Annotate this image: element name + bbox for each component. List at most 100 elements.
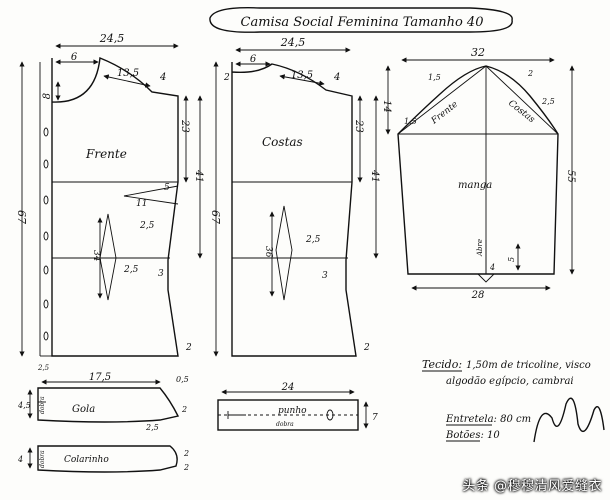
front-neck-text: 6 xyxy=(71,52,78,63)
back-topleft-text: 2 xyxy=(223,73,230,83)
collar-band-piece: 4 2 2 Colarinho dobra xyxy=(17,445,189,473)
back-neck-text: 6 xyxy=(250,54,257,65)
sleeve-vent-notch xyxy=(477,273,495,283)
front-bust-text: 11 xyxy=(136,199,147,209)
back-total-text: 67 xyxy=(209,210,222,224)
collar-stand-piece: 17,5 0,5 4,5 2 2,5 Gola dobra xyxy=(17,372,189,432)
sleeve-label: manga xyxy=(458,180,492,191)
front-dart-w-text: 5 xyxy=(164,183,170,193)
collar-stand-tip-b: 2,5 xyxy=(145,423,159,432)
back-outline xyxy=(231,62,357,357)
collar-band-outline xyxy=(37,445,178,473)
sleeve-cap-guide xyxy=(397,65,559,135)
button-mark xyxy=(43,299,49,309)
collar-stand-tip-a: 2 xyxy=(181,405,187,414)
back-halflen-text: 41 xyxy=(369,169,380,183)
sleeve-cap-b-text: 2 xyxy=(527,69,533,78)
sleeve-cap-d-text: 2,5 xyxy=(541,97,555,106)
cuff-fold-text: dobra xyxy=(276,421,294,428)
front-bust-dart xyxy=(123,185,179,205)
sleeve-top-text: 32 xyxy=(471,46,485,59)
sleeve-bottom-text: 28 xyxy=(471,290,485,301)
collar-band-label: Colarinho xyxy=(64,455,109,465)
back-dart-len-text: 36 xyxy=(263,246,273,258)
notes-fabric-line2: algodão egípcio, cambrai xyxy=(446,376,574,387)
notes-buttons: Botões: 10 xyxy=(445,430,500,441)
front-vertical-dart xyxy=(99,213,117,301)
back-piece: Costas 24,5 6 13,5 4 2 23 41 67 36 2,5 3… xyxy=(209,36,380,357)
front-placket-text: 2,5 xyxy=(37,364,50,372)
front-piece: Frente 24,5 6 13,5 4 8 23 41 67 5 11 2,5… xyxy=(15,32,204,372)
front-total-text: 67 xyxy=(15,210,28,224)
notes-fabric-label: Tecido: xyxy=(422,358,462,371)
collar-stand-fold: dobra xyxy=(39,396,46,414)
back-hem-text: 2 xyxy=(363,343,370,353)
back-vertical-dart xyxy=(275,205,293,301)
back-side-inc-text: 3 xyxy=(322,271,328,281)
collar-stand-label: Gola xyxy=(72,404,95,415)
collar-stand-outline xyxy=(37,387,180,423)
notes-interfacing: Entretela: 80 cm xyxy=(445,414,531,425)
front-dart-len-text: 34 xyxy=(91,250,101,262)
title-bubble xyxy=(209,7,513,33)
button-mark xyxy=(43,231,49,241)
front-dart-a-text: 2,5 xyxy=(139,221,155,231)
notes-group: Tecido: 1,50m de tricoline, visco algodã… xyxy=(422,358,605,443)
collar-band-fold: dobra xyxy=(39,450,46,468)
front-side-small-text: 4 xyxy=(159,72,166,83)
collar-stand-right-text: 0,5 xyxy=(176,375,189,384)
front-dart-b-text: 2,5 xyxy=(123,265,139,275)
sleeve-cap-c-text: 1,5 xyxy=(404,117,417,126)
sleeve-back-text: Costas xyxy=(506,98,537,125)
back-width-text: 24,5 xyxy=(280,36,306,49)
collar-stand-top-text: 17,5 xyxy=(89,372,111,383)
front-armhole-text: 23 xyxy=(179,119,190,133)
back-shoulder-arrow xyxy=(279,74,325,86)
sleeve-outline xyxy=(397,65,559,275)
collar-stand-left-text: 4,5 xyxy=(17,401,31,410)
cuff-button-mark xyxy=(326,409,334,421)
sleeve-cap-a-text: 1,5 xyxy=(428,73,441,82)
sleeve-cap-text: 14 xyxy=(381,100,392,113)
button-mark xyxy=(43,331,49,341)
sleeve-vent-label: Abre xyxy=(476,239,484,257)
cuff-height-text: 7 xyxy=(372,413,378,423)
sleeve-length-text: 55 xyxy=(565,170,576,183)
front-shoulder-text: 13,5 xyxy=(117,68,139,79)
collar-band-tip-a: 2 xyxy=(183,449,189,458)
front-side-inc-text: 3 xyxy=(158,269,164,279)
back-side-small-text: 4 xyxy=(333,72,340,83)
button-mark xyxy=(43,265,49,275)
title-group: Camisa Social Feminina Tamanho 40 xyxy=(209,7,513,33)
back-dart-a-text: 2,5 xyxy=(305,235,321,245)
button-mark xyxy=(43,127,49,137)
front-outline xyxy=(51,57,179,357)
cuff-width-text: 24 xyxy=(281,382,295,393)
front-width-text: 24,5 xyxy=(99,32,125,45)
cuff-label: punho xyxy=(278,406,307,416)
sleeve-vent-small-text: 4 xyxy=(489,263,495,272)
back-armhole-text: 23 xyxy=(353,119,364,133)
button-mark xyxy=(43,159,49,169)
back-shoulder-text: 13,5 xyxy=(291,70,313,81)
signature-scribble xyxy=(533,397,605,443)
front-halflen-text: 41 xyxy=(193,169,204,183)
front-topleft-text: 8 xyxy=(42,93,53,99)
front-buttons xyxy=(43,127,49,341)
cuff-piece: 24 7 punho dobra xyxy=(217,382,378,431)
front-label: Frente xyxy=(85,147,127,161)
notes-fabric-line1: 1,50m de tricoline, visco xyxy=(466,360,591,371)
back-label: Costas xyxy=(262,135,303,149)
front-shoulder-arrow xyxy=(103,74,151,88)
front-hem-text: 2 xyxy=(185,343,192,353)
watermark-text: 头条 @穆穆清风爱缝衣 xyxy=(462,479,602,494)
collar-band-left-text: 4 xyxy=(17,455,23,464)
title-text: Camisa Social Feminina Tamanho 40 xyxy=(241,15,484,30)
sleeve-piece: 32 14 55 28 manga 1,5 2 1,5 2,5 Frente C… xyxy=(381,46,576,301)
collar-band-tip-b: 2 xyxy=(183,463,189,472)
sleeve-vent-len-text: 5 xyxy=(507,257,516,262)
sleeve-front-text: Frente xyxy=(429,100,460,127)
button-mark xyxy=(43,195,49,205)
